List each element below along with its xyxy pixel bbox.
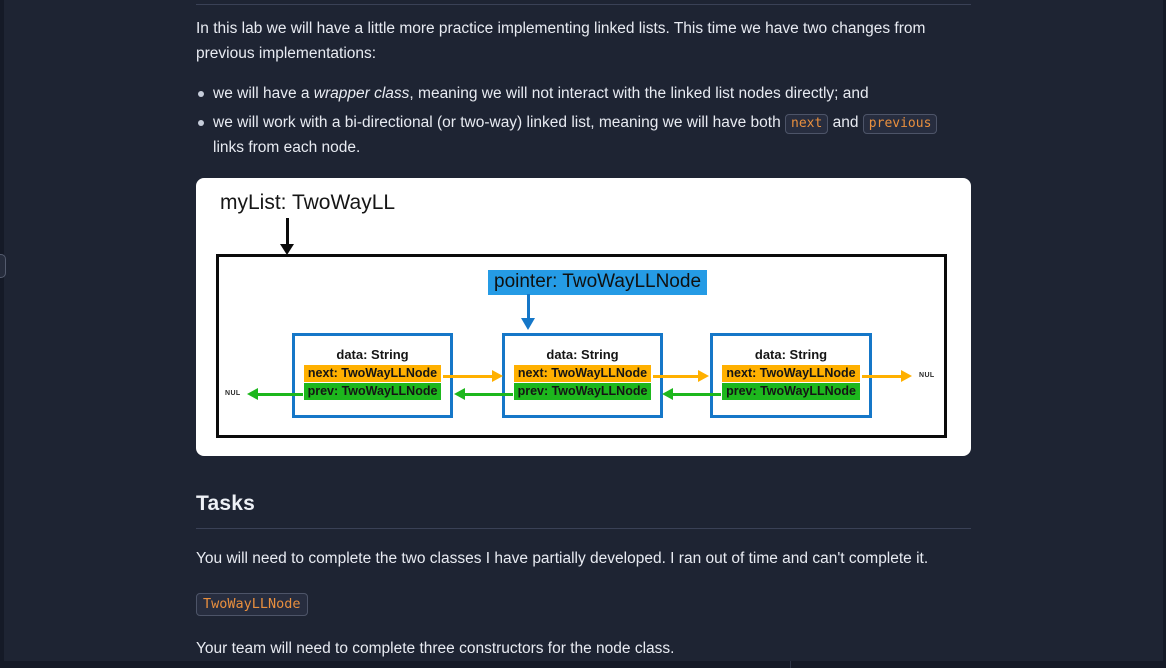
diagram-pointer-label: pointer: TwoWayLLNode	[488, 270, 708, 295]
bullet2-text: we will work with a bi-directional (or t…	[213, 114, 785, 131]
bullet-bidirectional: we will work with a bi-directional (or t…	[196, 111, 971, 160]
code-tag-previous: previous	[862, 114, 938, 134]
prev-arrow-3-tip	[662, 388, 673, 400]
tasks-heading-divider	[196, 528, 971, 529]
bottom-bar	[0, 661, 1166, 668]
node3-prev-field: prev: TwoWayLLNode	[722, 383, 860, 400]
linked-list-diagram-image: myList: TwoWayLL pointer: TwoWayLLNode d…	[196, 178, 971, 456]
next-arrow-2-tip	[698, 370, 709, 382]
next-arrow-3	[862, 375, 903, 378]
prev-arrow-1	[257, 393, 303, 396]
node3-next-field: next: TwoWayLLNode	[722, 365, 860, 382]
list-node-2: data: String next: TwoWayLLNode prev: Tw…	[502, 333, 663, 418]
bullet1-text-post: , meaning we will not interact with the …	[409, 85, 869, 102]
pointer-arrow	[527, 294, 530, 320]
list-node-1: data: String next: TwoWayLLNode prev: Tw…	[292, 333, 453, 418]
prev-arrow-1-tip	[247, 388, 258, 400]
left-edge-strip	[0, 0, 4, 668]
bullet1-text: we will have a	[213, 85, 314, 102]
bullet-dot	[198, 91, 204, 97]
bullet2-text-post: links from each node.	[213, 139, 361, 156]
tasks-heading: Tasks	[196, 492, 255, 515]
code-tag-next: next	[785, 114, 829, 134]
intro-bullet-list: we will have a wrapper class, meaning we…	[196, 82, 971, 165]
diagram-wrapper-label: myList: TwoWayLL	[220, 191, 396, 214]
bullet2-text-mid: and	[828, 114, 863, 131]
intro-paragraph: In this lab we will have a little more p…	[196, 20, 926, 62]
section-divider-top	[196, 4, 971, 5]
list-head-arrow-tip	[280, 244, 294, 255]
bullet-dot	[198, 120, 204, 126]
nul-label-left: NUL	[225, 390, 241, 397]
right-edge-strip	[1163, 0, 1166, 668]
node1-prev-field: prev: TwoWayLLNode	[304, 383, 441, 400]
node2-next-field: next: TwoWayLLNode	[514, 365, 651, 382]
list-node-3: data: String next: TwoWayLLNode prev: Tw…	[710, 333, 872, 418]
node1-next-field: next: TwoWayLLNode	[304, 365, 441, 382]
bullet-wrapper-class: we will have a wrapper class, meaning we…	[196, 82, 971, 106]
prev-arrow-2-tip	[454, 388, 465, 400]
node3-data-field: data: String	[754, 347, 828, 362]
next-arrow-1	[443, 375, 494, 378]
tasks-paragraph-2: Your team will need to complete three co…	[196, 640, 675, 657]
node1-data-field: data: String	[336, 347, 409, 362]
bullet1-italic-term: wrapper class	[313, 85, 410, 102]
node2-prev-field: prev: TwoWayLLNode	[514, 383, 651, 400]
sidebar-drawer-handle[interactable]	[0, 254, 6, 278]
next-arrow-2	[653, 375, 700, 378]
next-arrow-1-tip	[492, 370, 503, 382]
class-name-heading: TwoWayLLNode	[196, 593, 308, 616]
next-arrow-3-tip	[901, 370, 912, 382]
nul-label-right: NUL	[919, 372, 935, 379]
prev-arrow-3	[672, 393, 721, 396]
pointer-arrow-tip	[521, 318, 535, 330]
bottom-bar-divider	[790, 661, 791, 668]
node2-data-field: data: String	[546, 347, 619, 362]
list-container-rect	[216, 254, 947, 438]
prev-arrow-2	[464, 393, 513, 396]
tasks-paragraph-1: You will need to complete the two classe…	[196, 550, 929, 567]
list-head-arrow	[286, 218, 289, 245]
code-tag-twowayllnode: TwoWayLLNode	[196, 593, 308, 616]
